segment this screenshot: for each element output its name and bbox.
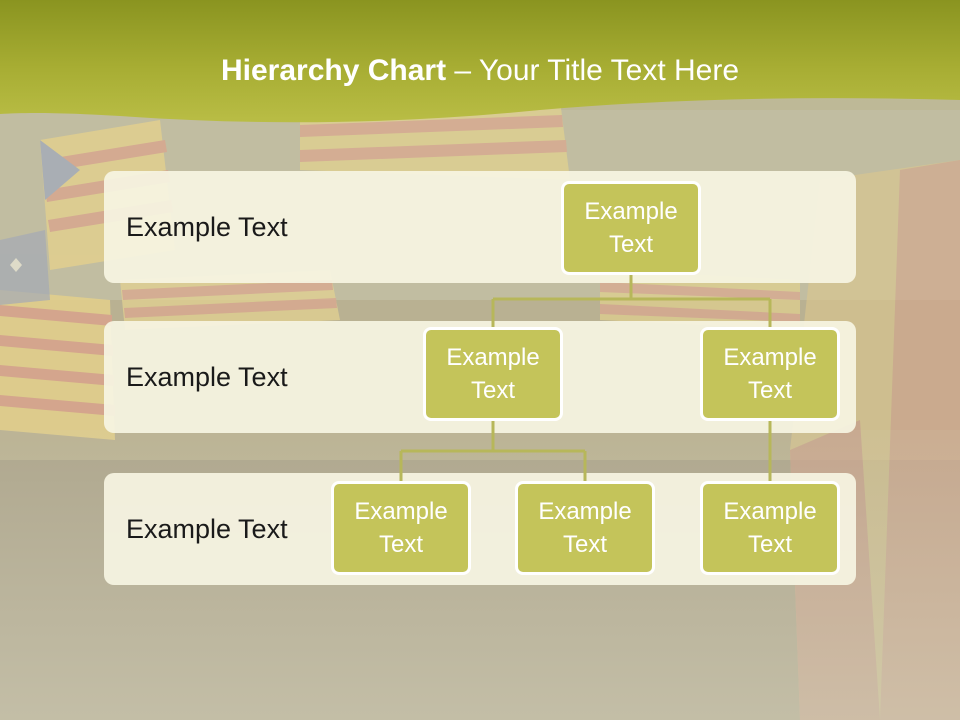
node-level2-left-label: Example Text [446, 344, 540, 404]
connector-root-to-level2 [491, 275, 772, 330]
node-level3-b[interactable]: Example Text [515, 481, 655, 575]
node-level3-c[interactable]: Example Text [700, 481, 840, 575]
node-level2-left[interactable]: Example Text [423, 327, 563, 421]
tier-label-1: Example Text [126, 212, 288, 242]
node-level2-right[interactable]: Example Text [700, 327, 840, 421]
header-wave-shape [0, 0, 960, 123]
node-level3-c-label: Example Text [723, 498, 817, 558]
node-level2-right-label: Example Text [723, 344, 817, 404]
title-bold: Hierarchy Chart [220, 54, 447, 87]
node-level3-b-label: Example Text [538, 498, 632, 558]
node-level3-a[interactable]: Example Text [331, 481, 471, 575]
connector-left-to-level3 [399, 421, 587, 483]
slide-title: Hierarchy Chart – Your Title Text Here [0, 54, 960, 88]
tier-band-1: Example Text [104, 171, 856, 283]
node-level3-a-label: Example Text [354, 498, 448, 558]
title-rest: – Your Title Text Here [446, 54, 740, 87]
header-band: Hierarchy Chart – Your Title Text Here [0, 0, 960, 150]
node-root[interactable]: Example Text [561, 181, 701, 275]
node-root-label: Example Text [584, 198, 678, 258]
tier-label-3: Example Text [126, 514, 288, 544]
tier-label-2: Example Text [126, 362, 288, 392]
